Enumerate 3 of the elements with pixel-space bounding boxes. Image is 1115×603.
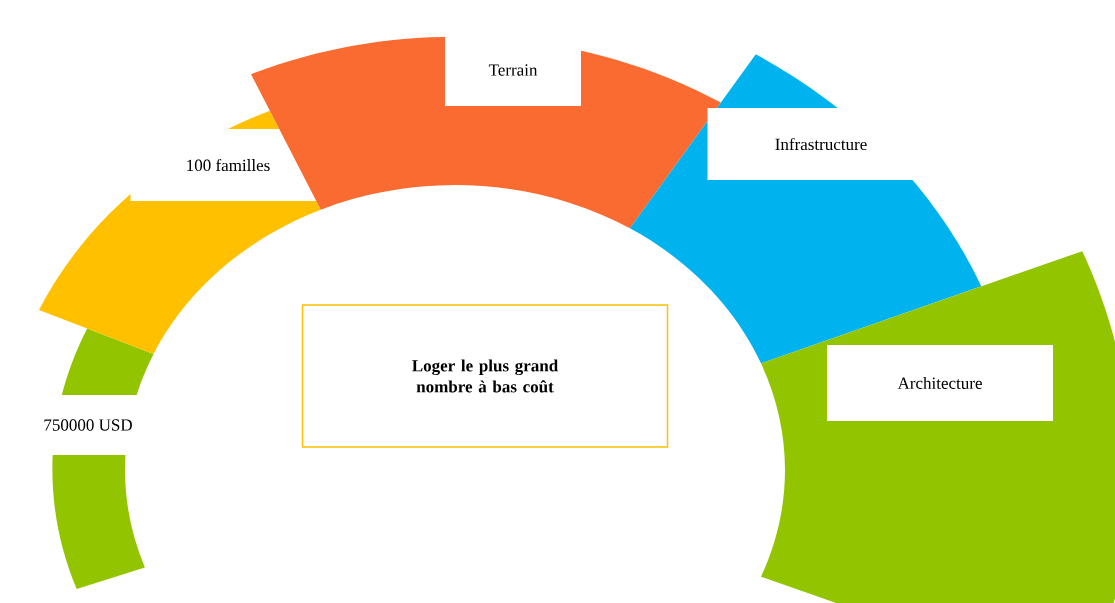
ring-segment: 750000 USD bbox=[8, 328, 168, 589]
ring-segment: Architecture bbox=[761, 251, 1115, 603]
goal-box: Loger le plus grand nombre à bas coût bbox=[301, 304, 669, 448]
